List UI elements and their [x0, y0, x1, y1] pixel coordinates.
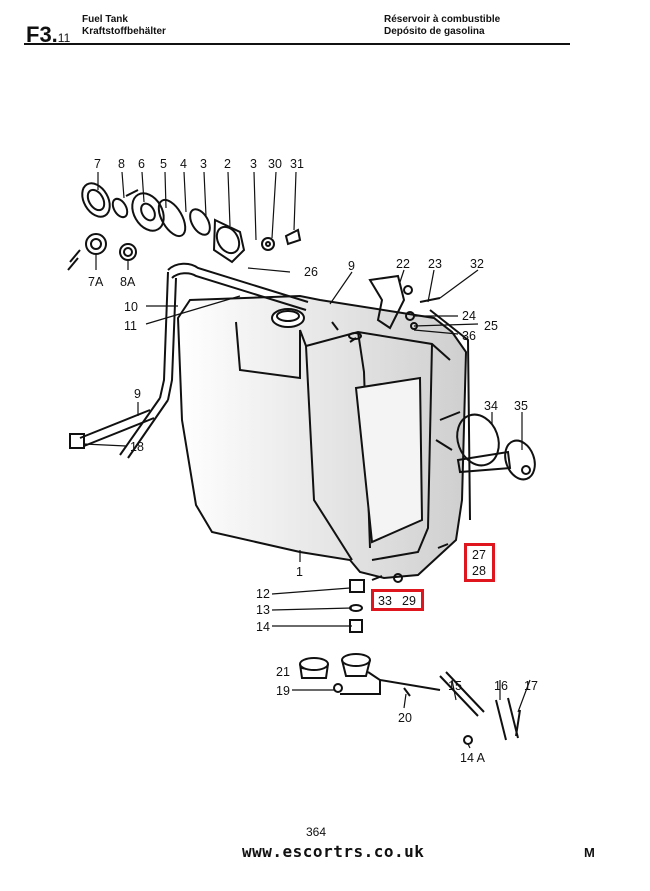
filler-cap-assembly: [67, 182, 302, 271]
highlight-box-27-28: [464, 543, 495, 582]
title-es: Depósito de gasolina: [384, 26, 485, 37]
callout-10: 10: [124, 300, 138, 314]
callout-14A: 14 A: [460, 751, 486, 765]
website-link[interactable]: www.escortrs.co.uk: [242, 842, 425, 861]
callout-4: 4: [180, 157, 187, 171]
callout-16: 16: [494, 679, 508, 693]
page-number: 364: [306, 825, 327, 839]
callout-7: 7: [94, 157, 101, 171]
title-en: Fuel Tank: [82, 14, 128, 25]
callout-3b: 3: [250, 157, 257, 171]
callout-31: 31: [290, 157, 304, 171]
callout-2: 2: [224, 157, 231, 171]
callout-29: 29: [402, 594, 416, 608]
callout-33: 33: [378, 594, 392, 608]
title-fr: Réservoir à combustible: [384, 14, 501, 25]
callout-36: 36: [462, 329, 476, 343]
callout-19: 19: [276, 684, 290, 698]
callout-35: 35: [514, 399, 528, 413]
callout-13: 13: [256, 603, 270, 617]
callout-8: 8: [118, 157, 125, 171]
callout-21: 21: [276, 665, 290, 679]
title-en-de: Fuel Tank Kraftstoffbehälter: [82, 14, 166, 38]
callout-15: 15: [448, 679, 462, 693]
publisher-logo: M: [584, 845, 595, 860]
callout-27: 27: [472, 548, 486, 562]
callout-8A: 8A: [120, 275, 136, 289]
callout-9a: 9: [348, 259, 355, 273]
drain-fittings: [299, 543, 521, 745]
callout-34: 34: [484, 399, 498, 413]
section-code: F3.11: [26, 22, 71, 47]
callout-24: 24: [462, 309, 476, 323]
leader-lines: [83, 171, 531, 749]
header-rule: [24, 43, 570, 45]
callout-7A: 7A: [88, 275, 104, 289]
callout-28: 28: [472, 564, 486, 578]
callout-26: 26: [304, 265, 318, 279]
callout-18: 18: [130, 440, 144, 454]
callouts: 7 8 6 5 4 3 2 3 30 31 26 9 22 23 32 24 2…: [88, 157, 538, 765]
title-de: Kraftstoffbehälter: [82, 26, 166, 37]
callout-25: 25: [484, 319, 498, 333]
callout-32: 32: [470, 257, 484, 271]
callout-5: 5: [160, 157, 167, 171]
title-fr-es: Réservoir à combustible Depósito de gaso…: [384, 14, 500, 38]
callout-11: 11: [124, 319, 137, 333]
callout-14: 14: [256, 620, 270, 634]
callout-17: 17: [524, 679, 538, 693]
callout-3a: 3: [200, 157, 207, 171]
sender-unit: [435, 411, 536, 481]
mounting-bracket: [331, 274, 441, 343]
callout-22: 22: [396, 257, 410, 271]
callout-20: 20: [398, 711, 412, 725]
highlight-box-33-29: [371, 589, 424, 611]
callout-9b: 9: [134, 387, 141, 401]
callout-12: 12: [256, 587, 270, 601]
callout-6: 6: [138, 157, 145, 171]
callout-30: 30: [268, 157, 282, 171]
callout-23: 23: [428, 257, 442, 271]
callout-1: 1: [296, 565, 303, 579]
fuel-tank-body: [176, 294, 471, 580]
